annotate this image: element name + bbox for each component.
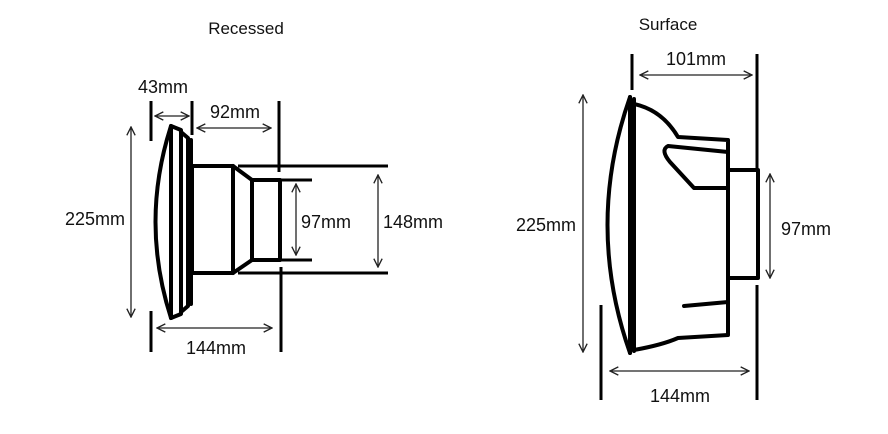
surface-fixture-outline bbox=[605, 95, 760, 355]
surface-body-depth-label: 101mm bbox=[666, 49, 726, 69]
lens-depth-label: 43mm bbox=[138, 77, 188, 97]
surface-view: Surface 101mm 225mm 97mm bbox=[516, 15, 831, 406]
surface-extension-lines bbox=[599, 54, 759, 400]
recessed-total-depth-dimension: 144mm bbox=[157, 328, 272, 358]
recessed-fixture-outline bbox=[153, 124, 388, 320]
outer-diameter-label: 148mm bbox=[383, 212, 443, 232]
surface-height-dimension: 225mm bbox=[516, 95, 583, 352]
surface-inner-diameter-label: 97mm bbox=[781, 219, 831, 239]
total-depth-label: 144mm bbox=[186, 338, 246, 358]
recessed-outer-diameter-dimension: 148mm bbox=[378, 175, 443, 267]
recessed-view: Recessed 43mm 92m bbox=[65, 19, 443, 358]
recessed-body-depth-dimension: 92mm bbox=[197, 102, 271, 128]
inner-diameter-label: 97mm bbox=[301, 212, 351, 232]
recessed-inner-diameter-dimension: 97mm bbox=[296, 184, 351, 255]
surface-total-depth-dimension: 144mm bbox=[610, 371, 749, 406]
recessed-height-dimension: 225mm bbox=[65, 127, 131, 317]
surface-title: Surface bbox=[639, 15, 698, 34]
recessed-lens-depth-dimension: 43mm bbox=[138, 77, 189, 116]
recessed-title: Recessed bbox=[208, 19, 284, 38]
recessed-extension-lines bbox=[149, 101, 283, 352]
surface-total-depth-label: 144mm bbox=[650, 386, 710, 406]
surface-height-label: 225mm bbox=[516, 215, 576, 235]
height-label: 225mm bbox=[65, 209, 125, 229]
body-depth-label: 92mm bbox=[210, 102, 260, 122]
surface-inner-diameter-dimension: 97mm bbox=[770, 174, 831, 278]
surface-body-depth-dimension: 101mm bbox=[640, 49, 752, 75]
